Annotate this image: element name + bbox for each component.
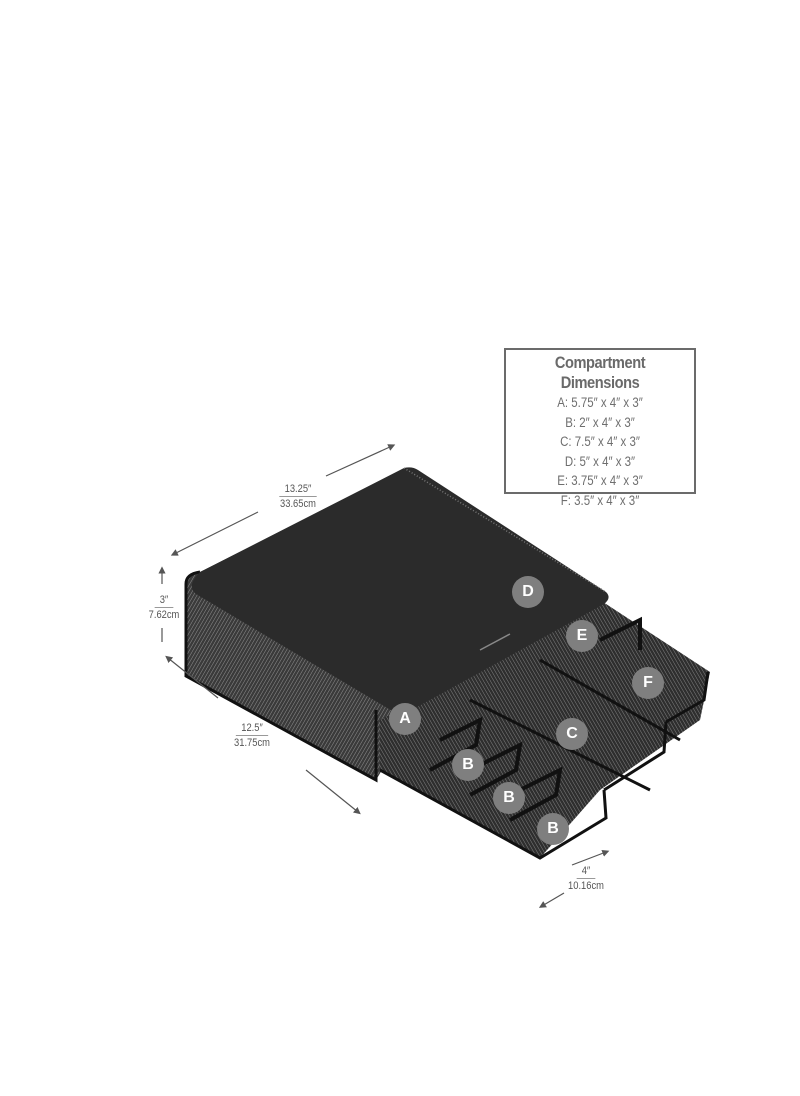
brand-logo-mark xyxy=(479,633,511,651)
compartment-label-b2: B xyxy=(493,782,525,814)
dimension-row-e: E: 3.75″ x 4″ x 3″ xyxy=(557,473,643,488)
dimension-row-b: B: 2″ x 4″ x 3″ xyxy=(565,414,635,430)
drawer-measurement: 4″ 10.16cm xyxy=(562,864,610,893)
compartment-label-f: F xyxy=(632,667,664,699)
drawers xyxy=(379,600,710,860)
height-cm: 7.62cm xyxy=(148,609,180,621)
depth-inches: 12.5″ xyxy=(236,721,268,736)
compartment-label-d: D xyxy=(512,576,544,608)
width-measurement: 13.25″ 33.65cm xyxy=(273,482,324,511)
width-inches: 13.25″ xyxy=(279,482,317,497)
drawer-inches: 4″ xyxy=(576,864,596,879)
height-measurement: 3″ 7.62cm xyxy=(140,593,188,622)
compartment-label-b1: B xyxy=(452,749,484,781)
drawer-cm: 10.16cm xyxy=(568,880,604,892)
compartment-label-b3: B xyxy=(537,813,569,845)
dimension-row-f: F: 3.5″ x 4″ x 3″ xyxy=(560,492,640,508)
lid xyxy=(191,467,609,714)
depth-measurement: 12.5″ 31.75cm xyxy=(227,721,278,750)
width-cm: 33.65cm xyxy=(280,498,316,510)
compartment-label-c: C xyxy=(556,718,588,750)
dimension-row-a: A: 5.75″ x 4″ x 3″ xyxy=(557,395,643,410)
depth-cm: 31.75cm xyxy=(234,737,270,749)
measurement-lines xyxy=(158,444,610,908)
compartment-dimensions-box: Compartment Dimensions A: 5.75″ x 4″ x 3… xyxy=(504,348,696,508)
compartment-label-e: E xyxy=(566,620,598,652)
dimensions-title: Compartment Dimensions xyxy=(554,353,646,392)
dimension-row-d: D: 5″ x 4″ x 3″ xyxy=(564,453,636,469)
compartment-label-a: A xyxy=(389,703,421,735)
height-inches: 3″ xyxy=(154,593,174,608)
dimension-row-c: C: 7.5″ x 4″ x 3″ xyxy=(560,434,640,449)
